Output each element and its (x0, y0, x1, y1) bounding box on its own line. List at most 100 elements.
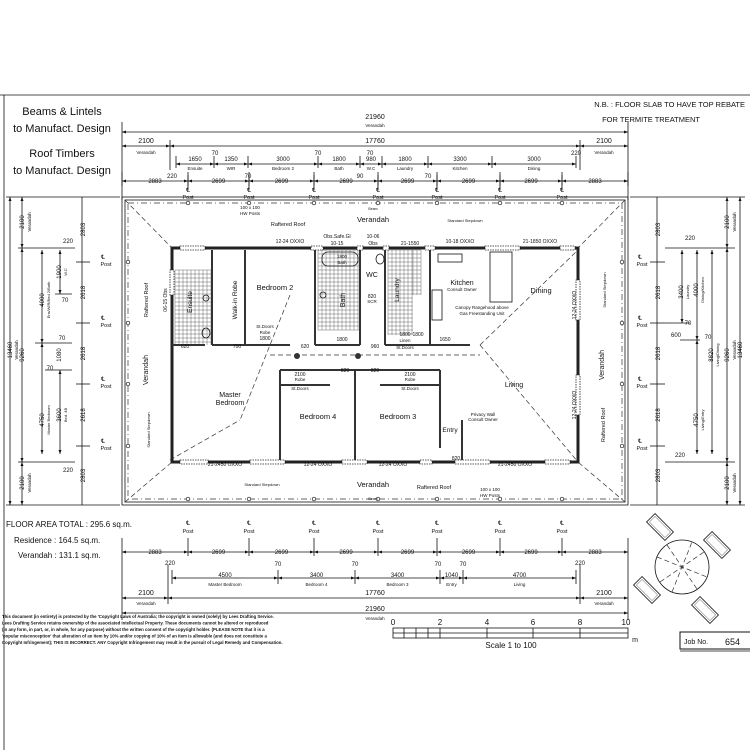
toilet (375, 253, 385, 265)
compass-label-inner (636, 579, 658, 601)
post-marker (497, 496, 503, 502)
post-marker (619, 259, 625, 265)
post-centreline-icon: ℄ (497, 521, 502, 527)
post-centreline-icon: ℄ (375, 188, 380, 194)
post-spacing-value: 2699 (462, 550, 476, 556)
post-marker (375, 496, 381, 502)
room-entry: Entry (442, 427, 458, 434)
beams-lintels-note-sub: to Manufact. Design (13, 123, 111, 135)
door-dimension: 1800 (412, 332, 423, 338)
post-spacing-value: 2803 (81, 468, 87, 482)
window-label: 12-24 OXXO (572, 391, 578, 420)
room-dimension-label: W.C (367, 166, 376, 171)
wall-thickness: 70 (212, 151, 219, 157)
door-dimension: 620 (301, 344, 310, 350)
post-spacing-value: 2699 (462, 179, 476, 185)
wall-thickness: 70 (62, 298, 69, 304)
post-centreline-icon: ℄ (311, 188, 316, 194)
house-depth: 9260 (725, 348, 731, 362)
compass-label-box (632, 575, 662, 605)
standard-stepdown-label: Standard Stepdown (447, 218, 482, 223)
depth-dimension-label: Bed. 4B (63, 408, 68, 423)
post-spacing-value: 2699 (212, 550, 226, 556)
depth-dimension-label: Living/Entry (700, 410, 705, 431)
room-bedroom-2: Bedroom 2 (257, 283, 294, 292)
door-dimension: 820 (452, 456, 461, 462)
wall-thickness: 600 (671, 333, 682, 339)
room-dimension-label: Dining (528, 166, 541, 171)
room-dimension-value: 4700 (513, 573, 527, 579)
post-spacing-value: 2618 (656, 285, 662, 299)
beam-label: Beam (368, 207, 377, 211)
post-marker (125, 259, 131, 265)
roof-hip-line (169, 419, 241, 461)
window (249, 459, 286, 465)
raftered-roof-label: Raftered Roof (601, 407, 607, 442)
post-label: Post (100, 262, 111, 268)
bathtub (321, 251, 359, 267)
depth-dimension: 3400 (679, 285, 685, 299)
wall-thickness: 70 (685, 321, 692, 327)
compass-label-box (702, 530, 732, 560)
window (559, 245, 576, 251)
kitchen-note: Consult Owner (447, 287, 477, 292)
room-ensuite: Ensuite (187, 291, 194, 313)
wall-thickness: 70 (275, 562, 282, 568)
post-spacing-value: 2803 (81, 222, 87, 236)
room-dimension-label: Living (514, 582, 526, 587)
standard-stepdown-label: Standard Stepdown (602, 272, 607, 307)
window-label: 12-24 OXXO (304, 462, 333, 468)
external-walls (170, 246, 580, 464)
post-spacing-value: 2699 (275, 550, 289, 556)
ensuite-tiles (174, 269, 212, 345)
post-centreline-icon: ℄ (185, 521, 190, 527)
copyright-text: Copyright Infringement); THIS IS INCORRE… (2, 640, 283, 645)
window-label: Obs.Safe.Gl (323, 234, 350, 240)
rangehood-note-2: Gas Freestanding Unit (459, 311, 505, 316)
post-centreline-icon: ℄ (637, 377, 642, 383)
window-label: 10-18 OXXO (446, 239, 475, 245)
scale-tick-label: 10 (622, 618, 631, 627)
standard-stepdown-label: Standard Stepdown (146, 412, 151, 447)
post-centreline-icon: ℄ (637, 439, 642, 445)
post-marker (246, 496, 252, 502)
verandah-left-width: 2100 (138, 590, 154, 597)
window-label: 12-24 OXXO (572, 291, 578, 320)
depth-dimension-label: Master Bedroom (46, 405, 51, 435)
verandah-depth: 2100 (20, 476, 26, 490)
room-bath: Bath (340, 293, 347, 308)
post-marker (125, 381, 131, 387)
roof-hip-line (239, 294, 291, 421)
compass-axis (666, 544, 698, 590)
verandah-right-width: 2100 (596, 138, 612, 145)
verandah-depth-label: Verandah (27, 473, 32, 493)
sliding-doors-label: St.Doors (256, 324, 274, 329)
post-marker (559, 496, 565, 502)
overall-depth-label: Verandah (14, 340, 19, 360)
window (544, 459, 571, 465)
hw-posts-size: 100 x 100 (240, 205, 260, 210)
compass-label-frame (690, 595, 720, 625)
post-marker (125, 320, 131, 326)
post-label: Post (182, 195, 193, 201)
wall-thickness: 90 (357, 174, 364, 180)
door-dimension: 1800 (399, 332, 410, 338)
post-spacing-value: 2618 (81, 285, 87, 299)
post-marker (619, 320, 625, 326)
compass-label-inner (649, 516, 671, 538)
room-bedroom-3: Bedroom 3 (380, 412, 417, 421)
compass-label-box (690, 595, 720, 625)
roof-hip-line (479, 249, 579, 346)
sliding-doors-label: St.Doors (291, 386, 309, 391)
rangehood-note: Canopy Rangehood above (455, 305, 509, 310)
post-centreline-icon: ℄ (100, 377, 105, 383)
depth-dimension: 3600 (57, 408, 63, 422)
post-marker (246, 200, 252, 206)
copyright-text: (in any form, in part, or, in whole, for… (2, 627, 265, 632)
raftered-roof-label: Raftered Roof (271, 222, 306, 228)
window-label: 21-1850 OXXO (523, 239, 557, 245)
room-dimension-label: Master Bedroom (208, 582, 242, 587)
kitchen-bench (489, 251, 513, 303)
privacy-wall-note-2: Consult Owner (468, 417, 498, 422)
